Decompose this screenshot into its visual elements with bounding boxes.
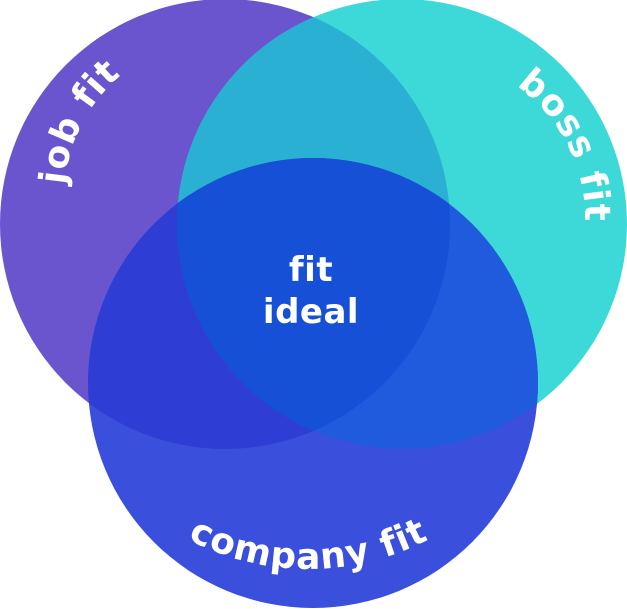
ideal-fit-overlap [177, 158, 450, 449]
center-label-line-1: fit [289, 250, 333, 290]
center-label-line-2: ideal [263, 292, 359, 332]
